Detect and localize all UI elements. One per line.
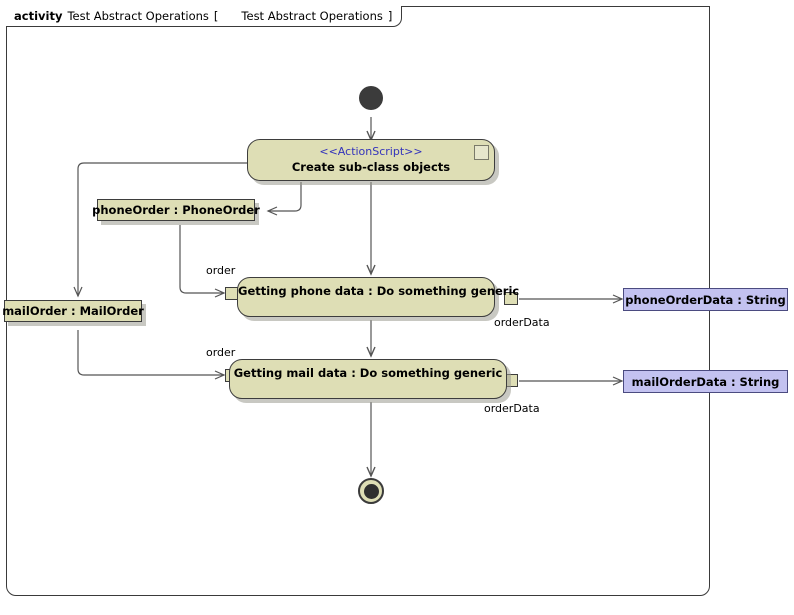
object-node-label: phoneOrderData : String	[625, 292, 786, 307]
edge-create-to-phoneorder	[266, 182, 302, 216]
output-pin-orderdata[interactable]	[504, 292, 518, 305]
action-label: Create sub-class objects	[291, 160, 451, 174]
edge-create-to-mailorder	[73, 162, 248, 298]
action-stereotype: <<ActionScript>>	[319, 145, 423, 158]
edge-label-order-phone: order	[206, 264, 236, 277]
edge-label-orderdata-mail: orderData	[484, 402, 540, 415]
frame-diagram-name: Test Abstract Operations	[241, 9, 383, 23]
action-create-sub-class-objects[interactable]: <<ActionScript>> Create sub-class object…	[247, 139, 495, 181]
frame-name: Test Abstract Operations	[67, 9, 209, 23]
object-node-phone-order[interactable]: phoneOrder : PhoneOrder	[92, 199, 260, 221]
initial-node[interactable]	[359, 86, 383, 110]
frame-bracket-close: ]	[387, 9, 393, 23]
action-label: Getting phone data : Do something generi…	[238, 284, 520, 298]
frame-bracket-open: [	[213, 9, 219, 23]
action-script-icon	[474, 145, 489, 160]
activity-diagram-icon	[223, 10, 236, 23]
object-node-phone-order-data[interactable]: phoneOrderData : String	[623, 288, 788, 311]
object-node-mail-order[interactable]: mailOrder : MailOrder	[2, 300, 144, 322]
edge-phoneorder-to-phonedata	[179, 225, 226, 298]
activity-final-node[interactable]	[358, 478, 384, 504]
action-getting-mail-data[interactable]: Getting mail data : Do something generic	[229, 359, 507, 399]
action-label: Getting mail data : Do something generic	[233, 366, 503, 380]
object-node-label: mailOrder : MailOrder	[2, 304, 144, 318]
edge-label-order-mail: order	[206, 346, 236, 359]
object-node-label: phoneOrder : PhoneOrder	[92, 203, 260, 217]
frame-keyword: activity	[14, 9, 63, 23]
activity-final-inner	[364, 484, 379, 499]
edge-label-orderdata-phone: orderData	[494, 316, 550, 329]
action-getting-phone-data[interactable]: Getting phone data : Do something generi…	[237, 277, 520, 317]
object-node-mail-order-data[interactable]: mailOrderData : String	[623, 370, 788, 393]
object-node-label: mailOrderData : String	[631, 374, 780, 389]
frame-heading-tab[interactable]: activity Test Abstract Operations [ Test…	[6, 6, 403, 27]
edge-mailorder-to-maildata	[77, 330, 226, 380]
